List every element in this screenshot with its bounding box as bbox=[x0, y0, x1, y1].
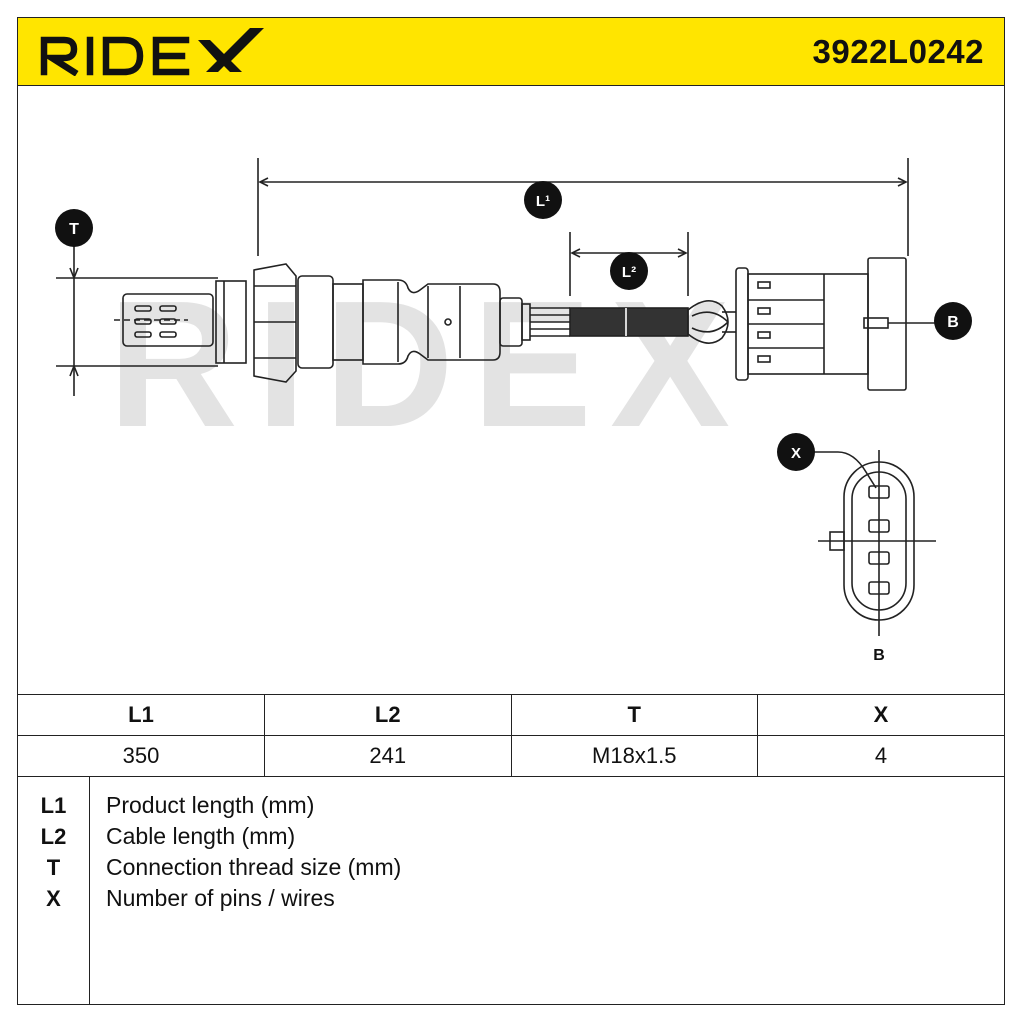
legend-item: X Number of pins / wires bbox=[18, 883, 1004, 914]
watermark-text: RIDEX bbox=[108, 264, 748, 465]
legend-item: L1 Product length (mm) bbox=[18, 790, 1004, 821]
spec-value-l2: 241 bbox=[264, 735, 512, 777]
spec-header-x: X bbox=[757, 694, 1004, 736]
svg-text:T: T bbox=[69, 221, 79, 238]
legend-desc: Product length (mm) bbox=[106, 792, 315, 818]
legend-desc: Connection thread size (mm) bbox=[106, 854, 402, 880]
spec-value-t: M18x1.5 bbox=[510, 735, 758, 777]
spec-header-row: L1 L2 T X bbox=[18, 694, 1004, 736]
spec-header-l2: L2 bbox=[264, 694, 512, 736]
svg-text:L²: L² bbox=[622, 264, 636, 281]
callout-x: X bbox=[777, 433, 815, 471]
legend-key: T bbox=[46, 855, 61, 880]
callout-l1: L¹ bbox=[524, 181, 562, 219]
spec-header-t: T bbox=[510, 694, 758, 736]
legend-item: L2 Cable length (mm) bbox=[18, 821, 1004, 852]
spec-value-row: 350 241 M18x1.5 4 bbox=[18, 735, 1004, 777]
legend-desc: Number of pins / wires bbox=[106, 885, 335, 911]
legend-key: L1 bbox=[40, 793, 67, 818]
legend-key: X bbox=[46, 886, 61, 911]
callout-l2: L² bbox=[610, 252, 648, 290]
datasheet: 3922L0242 RIDEX bbox=[17, 17, 1005, 1005]
svg-text:B: B bbox=[947, 314, 959, 331]
spec-value-x: 4 bbox=[757, 735, 1004, 777]
legend-item: T Connection thread size (mm) bbox=[18, 852, 1004, 883]
spec-header-l1: L1 bbox=[18, 694, 265, 736]
legend-desc: Cable length (mm) bbox=[106, 823, 296, 849]
legend-divider bbox=[89, 777, 90, 1004]
ridex-logo bbox=[40, 28, 264, 76]
legend-key: L2 bbox=[40, 824, 67, 849]
svg-text:X: X bbox=[791, 445, 801, 462]
part-number: 3922L0242 bbox=[812, 33, 984, 70]
legend: L1 Product length (mm) L2 Cable length (… bbox=[18, 777, 1004, 1004]
header-bar: 3922L0242 bbox=[18, 18, 1004, 86]
callout-t: T bbox=[55, 209, 93, 247]
technical-drawing: RIDEX bbox=[18, 86, 1004, 694]
sensor-diagram: RIDEX bbox=[55, 158, 972, 664]
connector-label: B bbox=[873, 647, 885, 664]
spec-value-l1: 350 bbox=[18, 735, 265, 777]
svg-text:L¹: L¹ bbox=[536, 193, 550, 210]
callout-b: B bbox=[934, 302, 972, 340]
spec-table: L1 L2 T X 350 241 M18x1.5 4 bbox=[18, 694, 1004, 777]
